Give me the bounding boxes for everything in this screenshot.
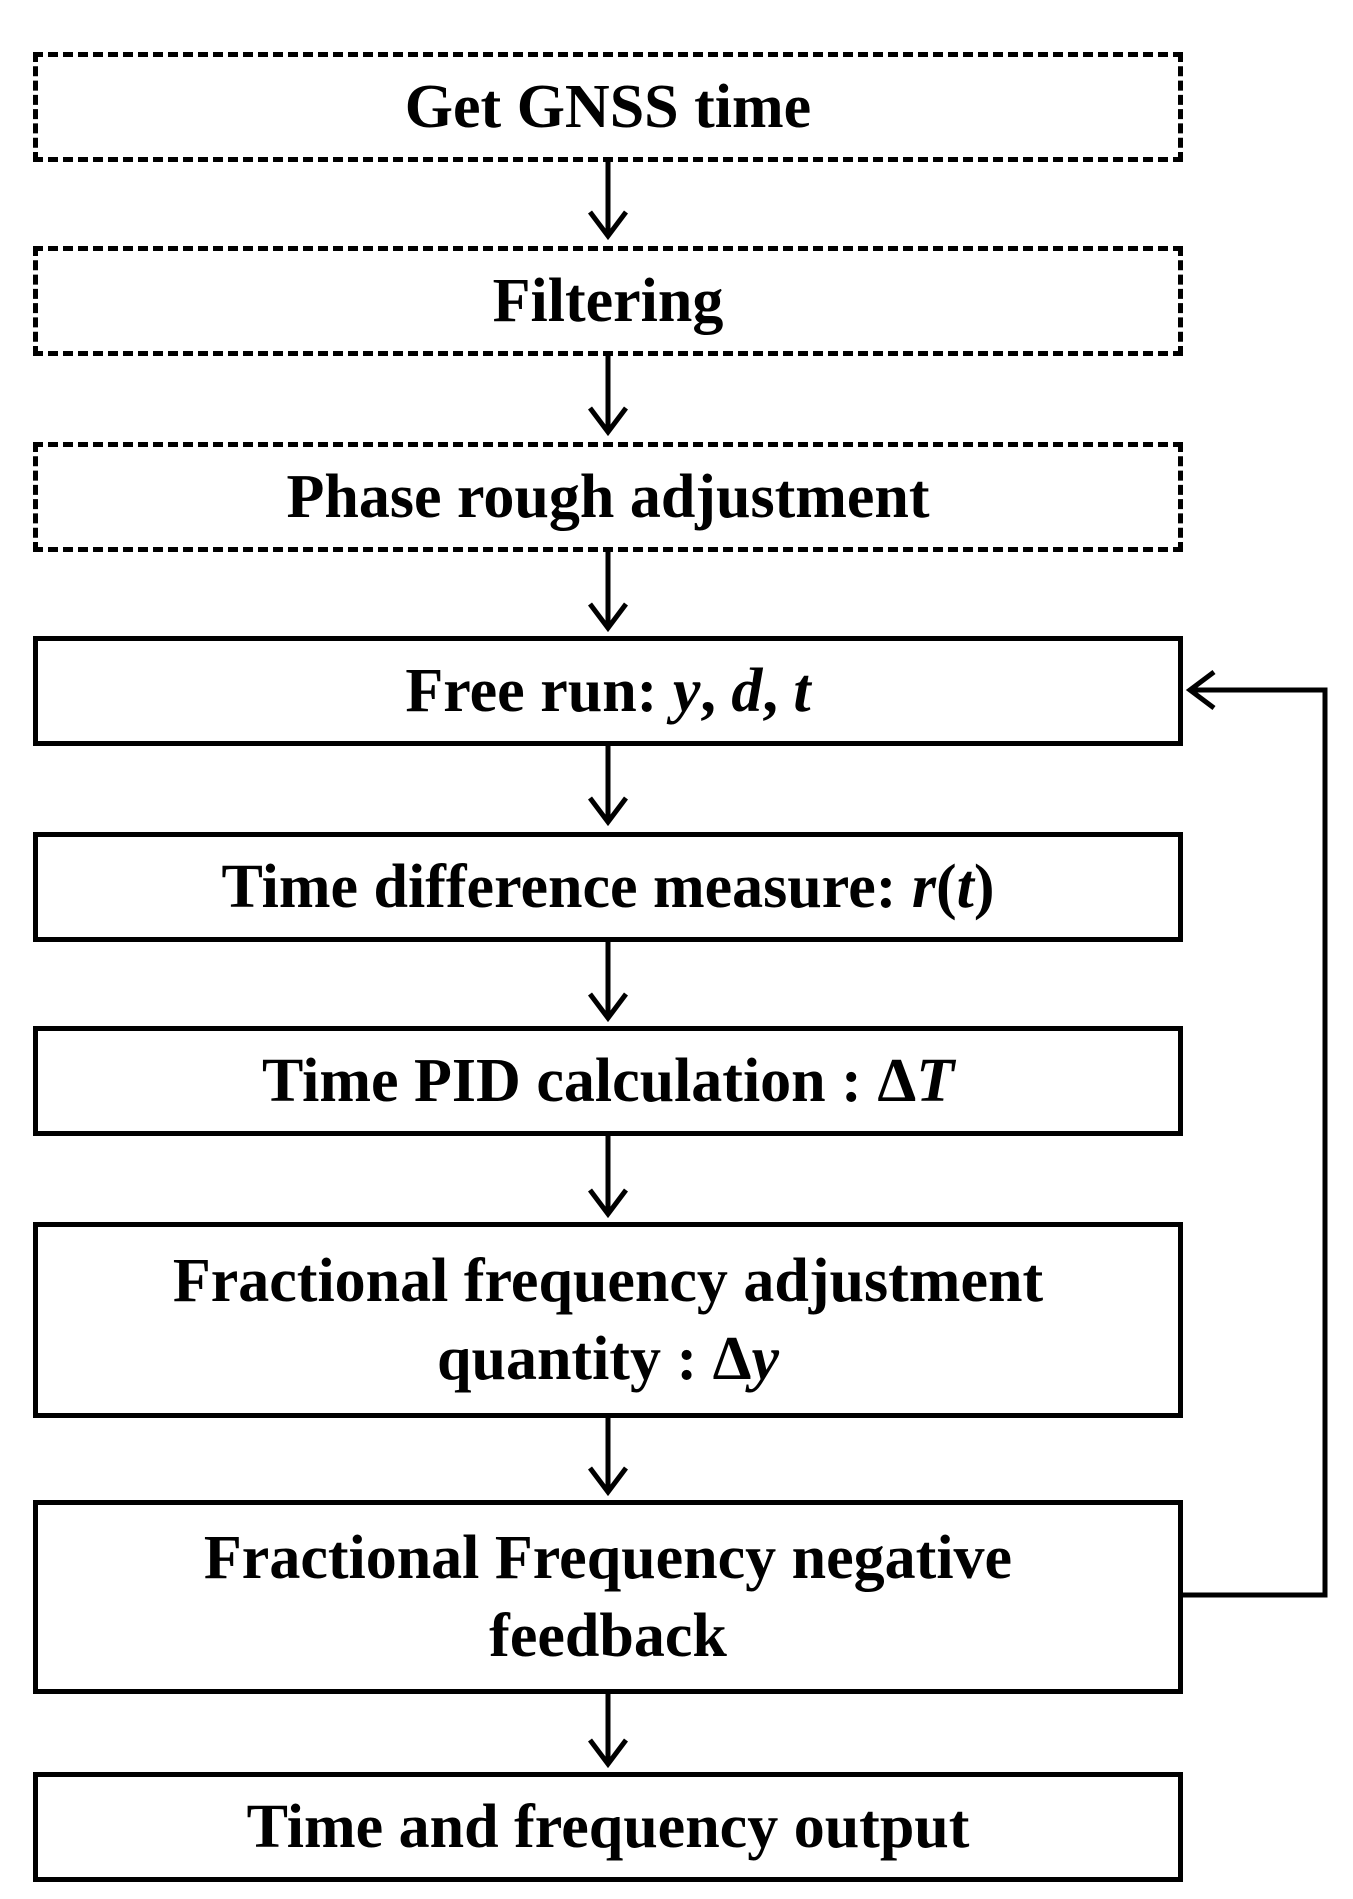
- step-time-pid-calculation: Time PID calculation : ΔT: [33, 1026, 1183, 1136]
- fractional-adjustment-prefix: quantity :: [436, 1325, 713, 1393]
- arrow-negative-feedback-to-output: [588, 1694, 628, 1769]
- time-pid-var-T: T: [916, 1046, 955, 1115]
- step-filtering-label: Filtering: [492, 266, 724, 335]
- free-run-var-t: t: [793, 656, 811, 725]
- arrow-pid-to-fractional-adjustment: [588, 1136, 628, 1219]
- time-difference-prefix: Time difference measure:: [221, 852, 912, 921]
- step-fractional-frequency-negative-feedback: Fractional Frequency negative feedback: [33, 1500, 1183, 1694]
- feedback-loop-arrow: [1183, 670, 1328, 1598]
- step-get-gnss-time: Get GNSS time: [33, 52, 1183, 162]
- arrow-fractional-adjustment-to-negative-feedback: [588, 1418, 628, 1497]
- time-pid-delta: Δ: [877, 1046, 917, 1115]
- free-run-prefix: Free run:: [405, 656, 673, 725]
- time-difference-paren-open: (: [936, 852, 957, 921]
- step-filtering: Filtering: [33, 246, 1183, 356]
- fractional-adjustment-delta: Δ: [712, 1325, 752, 1393]
- free-run-sep-2: ,: [762, 656, 794, 725]
- time-difference-paren-close: ): [973, 852, 995, 921]
- negative-feedback-line-2: feedback: [489, 1602, 727, 1670]
- step-time-difference-measure: Time difference measure: r(t): [33, 832, 1183, 942]
- step-output-label: Time and frequency output: [246, 1792, 970, 1861]
- step-get-gnss-time-label: Get GNSS time: [404, 72, 812, 141]
- step-time-and-frequency-output: Time and frequency output: [33, 1772, 1183, 1882]
- arrow-get-gnss-to-filtering: [588, 162, 628, 241]
- fractional-adjustment-line-1: Fractional frequency adjustment: [172, 1246, 1044, 1315]
- step-phase-rough-adjustment-label: Phase rough adjustment: [286, 462, 930, 531]
- free-run-sep-1: ,: [700, 656, 732, 725]
- free-run-var-y: y: [672, 656, 701, 725]
- step-fractional-frequency-adjustment: Fractional frequency adjustment quantity…: [33, 1222, 1183, 1418]
- step-free-run-label: Free run: y, d, t: [405, 652, 810, 730]
- arrow-free-run-to-time-difference: [588, 746, 628, 827]
- negative-feedback-line-1: Fractional Frequency negative: [203, 1523, 1013, 1592]
- step-phase-rough-adjustment: Phase rough adjustment: [33, 442, 1183, 552]
- arrow-time-difference-to-pid: [588, 942, 628, 1023]
- step-time-pid-label: Time PID calculation : ΔT: [262, 1042, 954, 1120]
- time-difference-var-r: r: [911, 852, 936, 921]
- fractional-adjustment-line-2: quantity : Δy: [437, 1320, 779, 1398]
- time-pid-prefix: Time PID calculation :: [261, 1046, 878, 1115]
- step-time-difference-label: Time difference measure: r(t): [221, 848, 994, 926]
- free-run-var-d: d: [731, 656, 763, 725]
- arrow-phase-rough-to-free-run: [588, 552, 628, 633]
- arrow-filtering-to-phase-rough: [588, 356, 628, 437]
- time-difference-var-t: t: [956, 852, 974, 921]
- step-free-run: Free run: y, d, t: [33, 636, 1183, 746]
- fractional-adjustment-var-y: y: [751, 1325, 779, 1393]
